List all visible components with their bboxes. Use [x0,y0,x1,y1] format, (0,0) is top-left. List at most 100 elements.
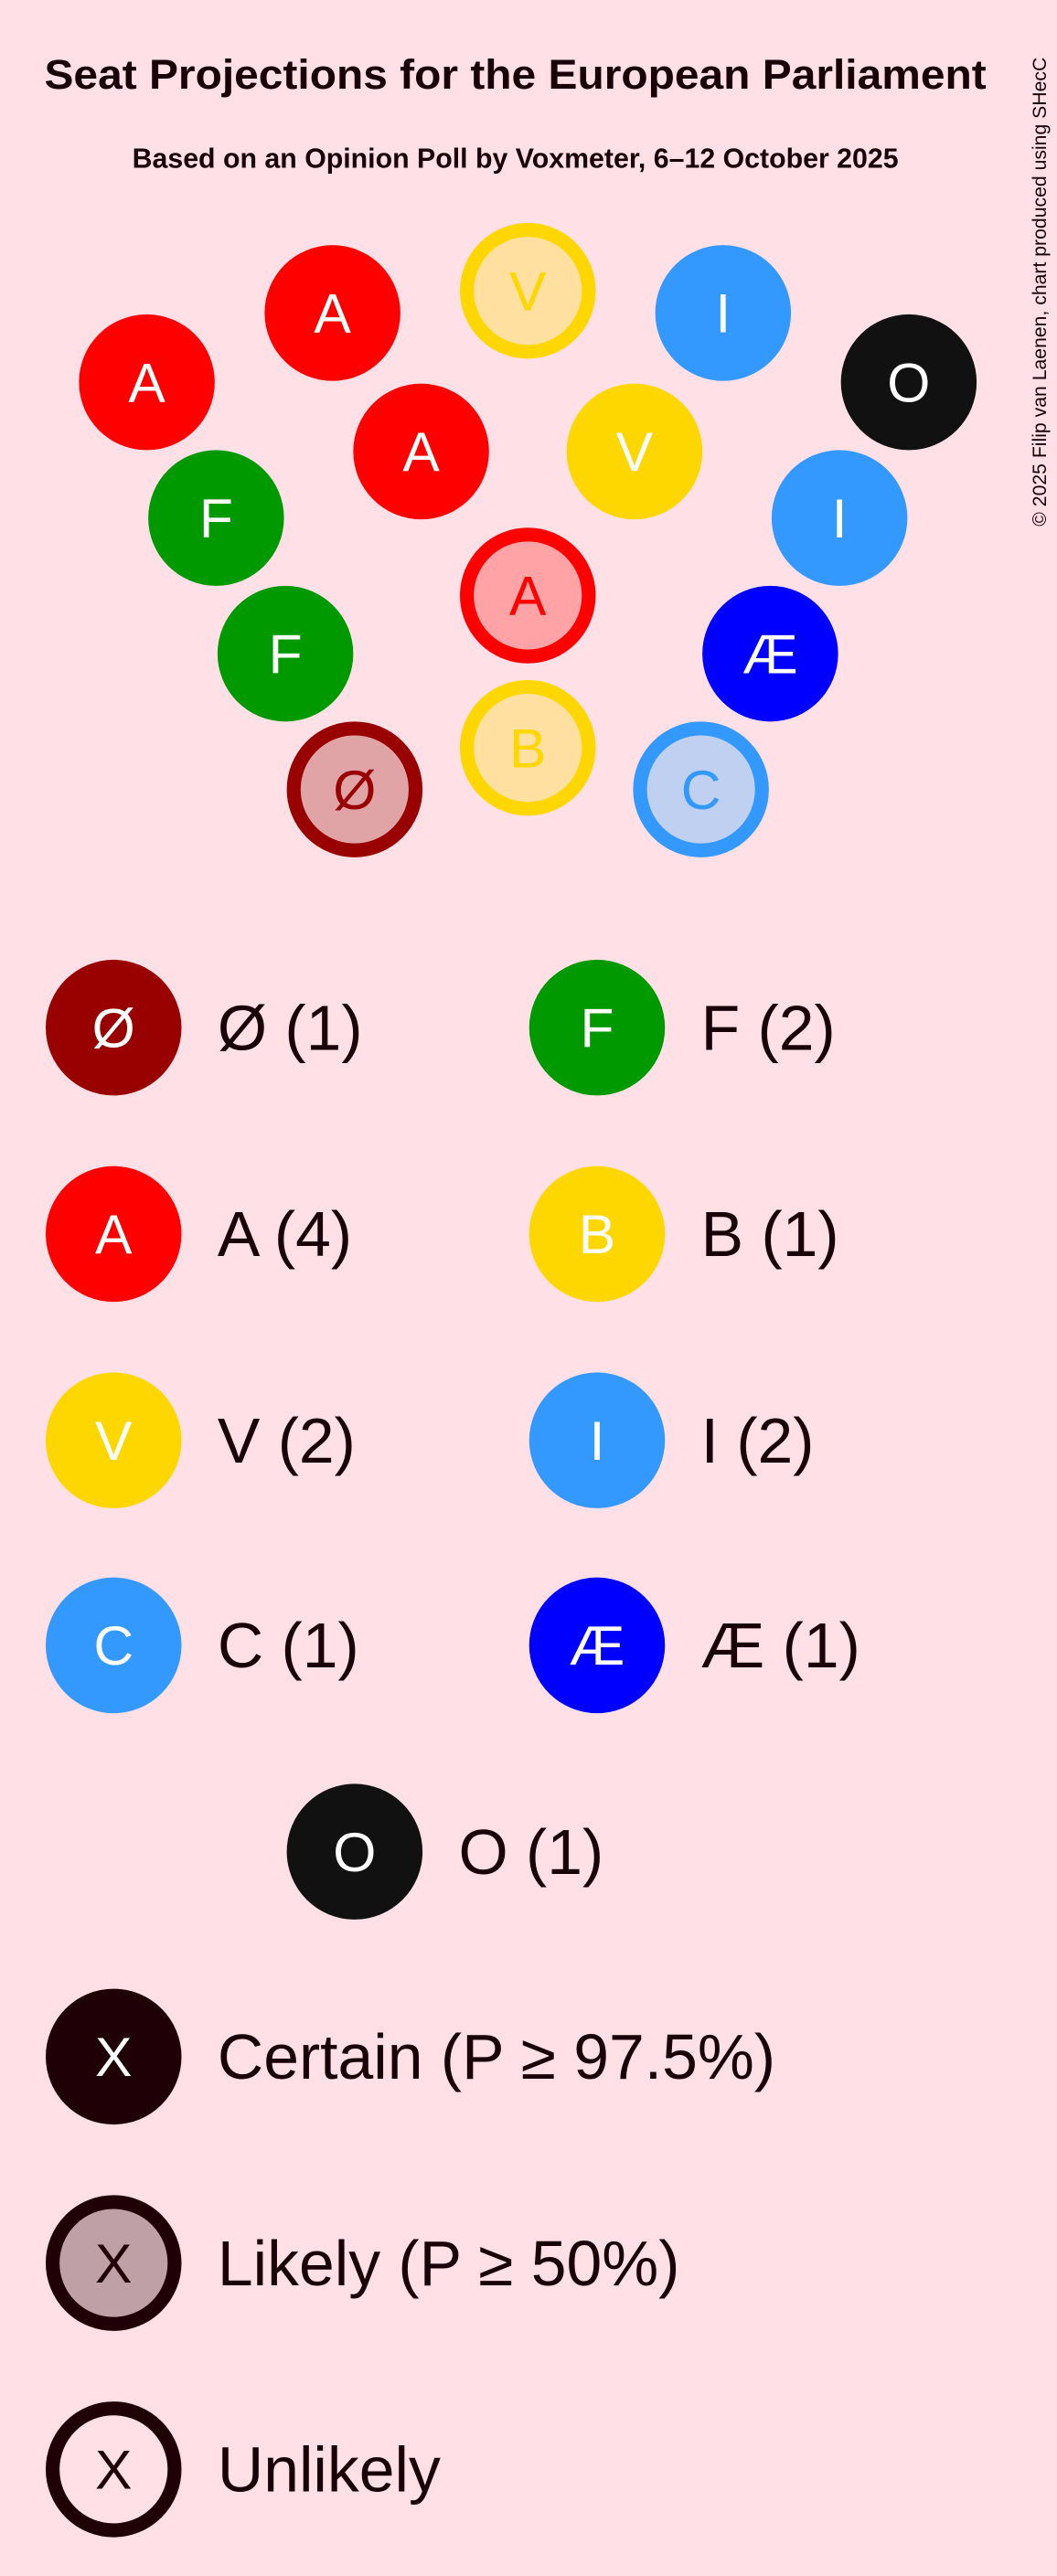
seat-letter: Ø [92,996,135,1059]
seat-circle [286,721,423,857]
seat: O [840,314,977,451]
legend-swatch: A [46,1166,182,1303]
seat: Æ [702,585,838,722]
seat-circle [46,1577,182,1714]
chart-title: Seat Projections for the European Parlia… [44,51,986,98]
seat-letter: A [509,565,547,627]
seat-circle [148,450,284,586]
seat-letter: F [269,623,303,685]
legend-swatch: I [528,1372,666,1508]
status-label: Certain (P ≥ 97.5%) [218,2021,775,2092]
copyright: © 2025 Filip van Laenen, chart produced … [1030,58,1051,527]
seat: I [771,450,908,586]
seat-circle [460,679,596,816]
legend-item-Æ: Æ Æ (1) [528,1577,860,1714]
seat: V [566,383,703,520]
seat: F [148,450,284,586]
seat-letter: I [832,487,848,549]
seat-letter: X [95,2026,132,2088]
legend-swatch: Ø [46,959,182,1096]
seat-circle [840,314,977,451]
seat-circle [460,527,596,664]
seat: B [460,679,596,816]
seat-circle [79,314,215,451]
legend-label: V (2) [218,1405,356,1476]
seat-letter: V [616,420,654,483]
seat-circle [46,1372,182,1508]
seat: A [460,527,596,664]
legend-swatch: O [286,1783,423,1920]
seat-circle [633,721,769,857]
seat-letter: Æ [570,1614,625,1677]
legend-item-F: F F (2) [528,959,836,1096]
legend-item-C: C C (1) [46,1577,359,1714]
seat-circle [528,1577,666,1714]
legend-item-V: V V (2) [46,1372,356,1508]
legend-item-B: B B (1) [528,1166,839,1303]
seat: C [633,721,769,857]
seat-circle [528,1372,666,1508]
seat-letter: F [199,487,233,549]
status-label: Likely (P ≥ 50%) [218,2228,680,2299]
status-legend-certain: X Certain (P ≥ 97.5%) [46,1988,775,2125]
seat-circle [264,245,400,381]
seat: A [353,383,489,520]
legend-swatch: V [46,1372,182,1508]
legend-item-A: A A (4) [46,1166,352,1303]
seat-letter: Ø [333,759,376,821]
seat-circle [46,959,182,1096]
seat-letter: A [95,1203,133,1265]
seat-circle [528,1166,666,1303]
seat-circle [566,383,703,520]
status-swatch: X [46,1988,182,2125]
legend-label: I (2) [701,1405,815,1476]
legend-label: Æ (1) [701,1610,860,1681]
seat: A [264,245,400,381]
seat-circle [655,245,792,381]
seat: Ø [286,721,423,857]
seat-letter: B [509,717,546,779]
seat: F [217,585,354,722]
legend-label: A (4) [218,1198,352,1270]
seat-circle [217,585,354,722]
seat-letter: O [887,351,930,413]
seat-letter: X [95,2232,132,2294]
seat-circle [460,222,596,359]
legend-swatch: F [528,959,666,1096]
seat-letter: C [93,1614,133,1677]
seat-circle [286,1783,423,1920]
status-label: Unlikely [218,2434,441,2506]
legend-label: O (1) [458,1816,603,1888]
seat-letter: Æ [742,623,798,685]
seat-letter: X [95,2439,132,2501]
legend-label: F (2) [701,992,836,1063]
legend-swatch: Æ [528,1577,666,1714]
legend-swatch: C [46,1577,182,1714]
legend-item-O: O O (1) [286,1783,603,1920]
seat: V [460,222,596,359]
seat-letter: A [402,420,440,483]
seat-letter: I [715,282,731,345]
status-swatch: X [46,2195,182,2331]
seat-letter: A [128,351,165,413]
legend-swatch: B [528,1166,666,1303]
seat-circle [46,1166,182,1303]
legend-label: C (1) [218,1610,359,1681]
seat-circle [353,383,489,520]
seat-letter: B [579,1203,615,1265]
seat-letter: F [580,996,614,1059]
seat: I [655,245,792,381]
seat-letter: O [333,1821,376,1883]
seat-circle [771,450,908,586]
legend-label: B (1) [701,1198,839,1270]
seat-letter: I [590,1410,605,1472]
seat-circle [528,959,666,1096]
seat-letter: V [95,1410,133,1472]
seat-circle [46,1988,182,2125]
seat-circle [702,585,838,722]
seat-letter: V [509,260,547,322]
